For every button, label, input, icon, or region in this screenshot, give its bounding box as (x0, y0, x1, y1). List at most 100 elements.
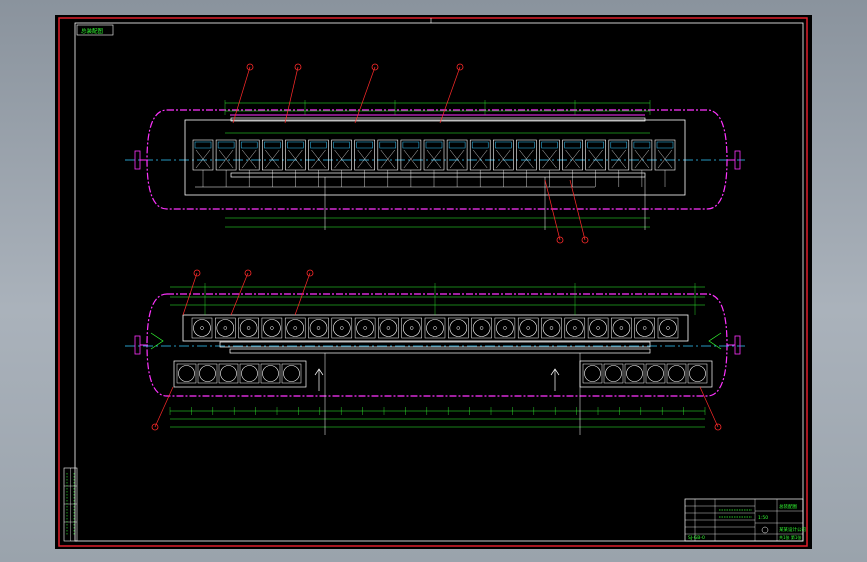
rail-front-1 (219, 341, 651, 348)
leader-line (569, 179, 586, 241)
fan-ring (263, 319, 281, 337)
fan-housing (176, 363, 197, 384)
leader-line (544, 179, 561, 241)
fan-ring (193, 319, 211, 337)
sheet-inner-border (74, 22, 804, 542)
fan-module-cross (426, 149, 442, 169)
fan-unit-icon (424, 317, 446, 339)
fan-module-box (192, 139, 214, 171)
fan-housing (541, 317, 562, 339)
fan-module-box (585, 139, 607, 171)
fan-module-cross (357, 149, 372, 169)
inner-frame-top (184, 119, 686, 196)
fan-ring (178, 365, 195, 382)
front-elevation-view[interactable] (125, 269, 745, 435)
sheet-outer-border (58, 17, 808, 547)
leader-line (154, 386, 174, 428)
fan-module-header (356, 141, 373, 149)
fan-module-box (377, 139, 399, 171)
fan-module-box (308, 139, 329, 171)
fan-hub (223, 326, 228, 330)
callout-balloon-icon (714, 423, 722, 431)
drawing-viewport[interactable]: 总装配图 总装配图 1:50 某某设计公司 SJ-GB-0 共1张 第1张 (55, 15, 812, 549)
fan-ring (589, 319, 607, 337)
fan-unit-icon (377, 139, 399, 187)
company-logo-icon (761, 526, 769, 534)
fan-module-header (448, 141, 466, 149)
fan-housing (603, 363, 624, 384)
fan-housing (218, 363, 239, 384)
fan-housing (261, 317, 283, 339)
fan-module-header (656, 141, 674, 149)
fan-module-cross (496, 149, 511, 169)
fan-hub (200, 326, 204, 330)
fan-module-box (469, 139, 491, 171)
cad-canvas[interactable]: 总装配图 总装配图 1:50 某某设计公司 SJ-GB-0 共1张 第1张 (55, 15, 812, 549)
fan-ring (449, 319, 468, 337)
fan-module-cross (542, 149, 557, 169)
fan-unit-icon (564, 317, 586, 339)
title-company: 某某设计公司 (779, 526, 806, 533)
fan-unit-icon (285, 139, 306, 187)
fan-hub (666, 326, 670, 330)
fan-housing (215, 317, 236, 339)
fan-unit-icon (284, 317, 306, 339)
fan-ring (199, 365, 216, 382)
fan-housing (331, 317, 353, 339)
fan-ring (647, 365, 664, 382)
fan-unit-icon (176, 363, 197, 384)
fan-housing (424, 317, 446, 339)
fan-unit-icon (400, 139, 422, 187)
lower-fan-groups (173, 360, 713, 388)
leader-line (232, 66, 251, 124)
fan-housing (657, 317, 679, 339)
fan-ring (565, 319, 584, 337)
fan-unit-icon (517, 317, 539, 339)
fan-unit-icon (587, 317, 609, 339)
nozzle-flange-icon (727, 335, 741, 355)
fan-module-cross (311, 149, 326, 169)
rail-top-upper (230, 117, 646, 122)
title-drawing-name: 总装配图 (779, 503, 797, 510)
fan-row-top (192, 139, 676, 187)
upper-frame-front (182, 314, 689, 342)
fan-module-cross (611, 149, 626, 169)
fan-housing (645, 363, 666, 384)
callout-balloon-icon (306, 269, 314, 277)
fan-unit-icon (585, 139, 607, 187)
fan-hub (642, 326, 647, 330)
fan-module-header (217, 141, 235, 149)
fan-module-box (354, 139, 376, 171)
callout-balloon-icon (556, 236, 564, 244)
top-plan-view[interactable] (125, 63, 745, 244)
callout-balloon-icon (456, 63, 464, 71)
fan-housing (582, 363, 603, 384)
fan-unit-icon (624, 363, 645, 384)
fan-hub (270, 326, 274, 330)
fan-module-box (516, 139, 537, 171)
callout-balloon-icon (294, 63, 302, 71)
fan-ring (605, 365, 622, 382)
fan-ring (220, 365, 237, 382)
fan-ring (332, 319, 351, 337)
fan-unit-icon (582, 363, 603, 384)
fan-module-cross (218, 149, 234, 169)
callout-balloon-icon (151, 423, 159, 431)
fan-module-box (539, 139, 560, 171)
fan-housing (378, 317, 399, 339)
fan-unit-icon (262, 139, 283, 187)
lower-group-frame (173, 360, 307, 388)
fan-module-box (446, 139, 468, 171)
fan-unit-icon (260, 363, 281, 384)
leader-line (294, 272, 311, 316)
fan-module-box (631, 139, 653, 171)
fan-hub (340, 326, 344, 330)
fan-hub (573, 326, 577, 330)
fan-unit-icon (494, 317, 516, 339)
fan-unit-icon (281, 363, 302, 384)
fan-unit-icon (197, 363, 218, 384)
fan-module-header (310, 141, 327, 149)
fan-ring (356, 319, 374, 337)
callouts-front (151, 269, 722, 431)
fan-housing (238, 317, 259, 339)
